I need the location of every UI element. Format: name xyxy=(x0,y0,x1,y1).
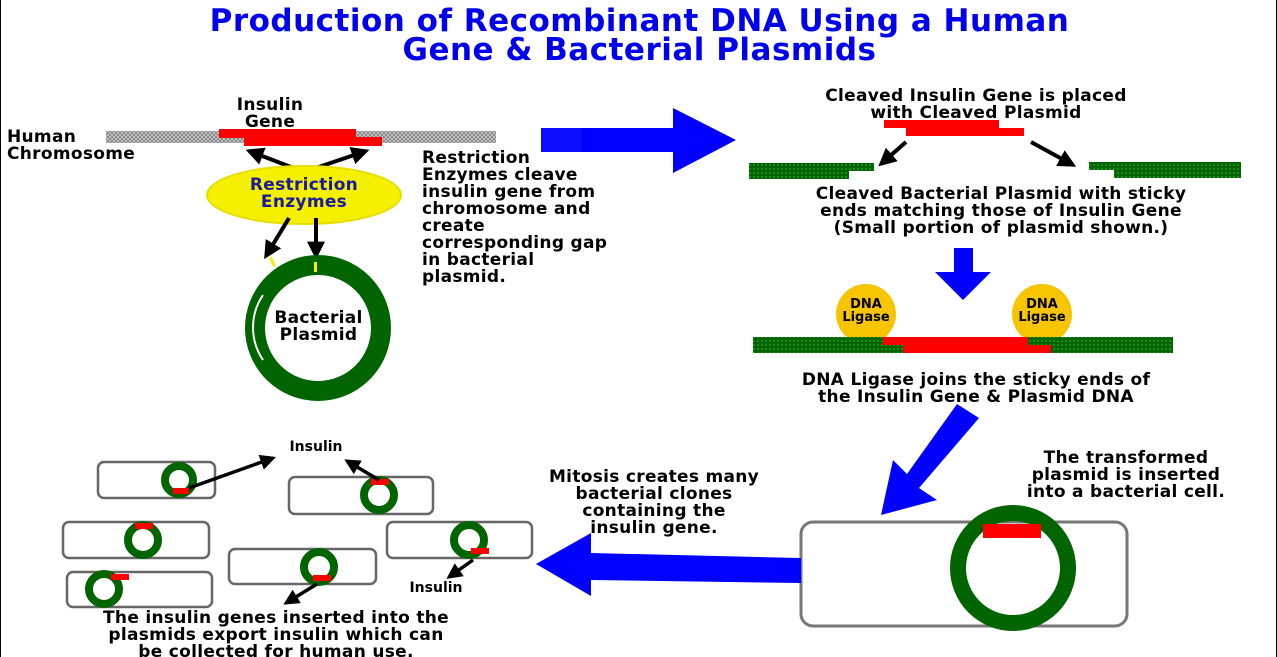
clone-cell-6 xyxy=(65,570,214,609)
transformed-plasmid xyxy=(950,505,1076,631)
cleaved-placed-label: Cleaved Insulin Gene is placed with Clea… xyxy=(825,86,1127,123)
bacterial-plasmid-ring xyxy=(245,255,391,401)
dna-ligase-label-2: DNA Ligase xyxy=(1018,297,1066,325)
dna-ligase-label-1: DNA Ligase xyxy=(842,297,890,325)
plasmid-cut-mark-2 xyxy=(314,262,317,272)
insulin-arrow-2 xyxy=(344,459,380,482)
joined-plasmid-left xyxy=(753,337,883,345)
insulin-arrow-1 xyxy=(188,454,276,490)
dna-ligase-circle-1 xyxy=(836,284,896,344)
clone-cell-3 xyxy=(61,520,211,560)
clone-cell-4 xyxy=(385,520,534,560)
restriction-enzymes-oval xyxy=(206,165,402,225)
insulin-arrow-4 xyxy=(283,582,318,605)
human-chromosome-label: Human Chromosome xyxy=(7,127,136,164)
cleaved-gene-bottom xyxy=(906,128,1024,136)
insulin-arrow-3 xyxy=(446,558,475,579)
export-label: The insulin genes inserted into the plas… xyxy=(103,608,449,657)
cleaved-plasmid-label: Cleaved Bacterial Plasmid with sticky en… xyxy=(815,184,1187,238)
restriction-description: Restriction Enzymes cleave insulin gene … xyxy=(422,148,608,287)
blue-arrow-right xyxy=(541,108,736,173)
title-line-2: Gene & Bacterial Plasmids xyxy=(402,32,877,68)
plasmid-cut-mark-1 xyxy=(268,256,276,267)
insulin-gene-bottom xyxy=(244,137,382,146)
insulin-bottom-label: Insulin xyxy=(409,580,463,596)
insulin-gene-label: Insulin Gene xyxy=(236,95,304,132)
bacterial-plasmid-label: Bacterial Plasmid xyxy=(274,308,363,345)
joined-insulin-gene xyxy=(883,337,1028,345)
clone-cell-5 xyxy=(227,547,378,586)
insulin-gene-top xyxy=(219,129,356,138)
blue-arrow-left xyxy=(536,533,801,596)
title-line-1: Production of Recombinant DNA Using a Hu… xyxy=(209,3,1070,39)
cleaved-gene-top xyxy=(884,120,999,128)
enzyme-to-plasmid-arrow-1 xyxy=(264,216,291,260)
cleaved-plasmid-left xyxy=(749,163,874,171)
plasmid-inner-line xyxy=(252,294,264,361)
clone-cell-2 xyxy=(287,475,435,516)
transformed-insulin-gene xyxy=(983,524,1041,538)
restriction-enzymes-label: Restriction Enzymes xyxy=(249,175,359,212)
joined-plasmid-right xyxy=(1028,337,1173,345)
blue-arrow-diagonal xyxy=(881,404,979,515)
gene-arrow-right xyxy=(1030,140,1077,167)
transformed-label: The transformed plasmid is inserted into… xyxy=(1026,448,1226,502)
dna-ligase-circle-2 xyxy=(1012,284,1072,344)
clone-cell-1 xyxy=(96,460,217,500)
blue-arrow-down xyxy=(935,248,991,300)
mitosis-label: Mitosis creates many bacterial clones co… xyxy=(548,467,760,538)
insulin-top-label: Insulin xyxy=(289,439,343,455)
cleaved-plasmid-right xyxy=(1089,162,1241,170)
gene-arrow-left xyxy=(878,140,908,167)
ligase-joins-label: DNA Ligase joins the sticky ends of the … xyxy=(801,370,1151,407)
